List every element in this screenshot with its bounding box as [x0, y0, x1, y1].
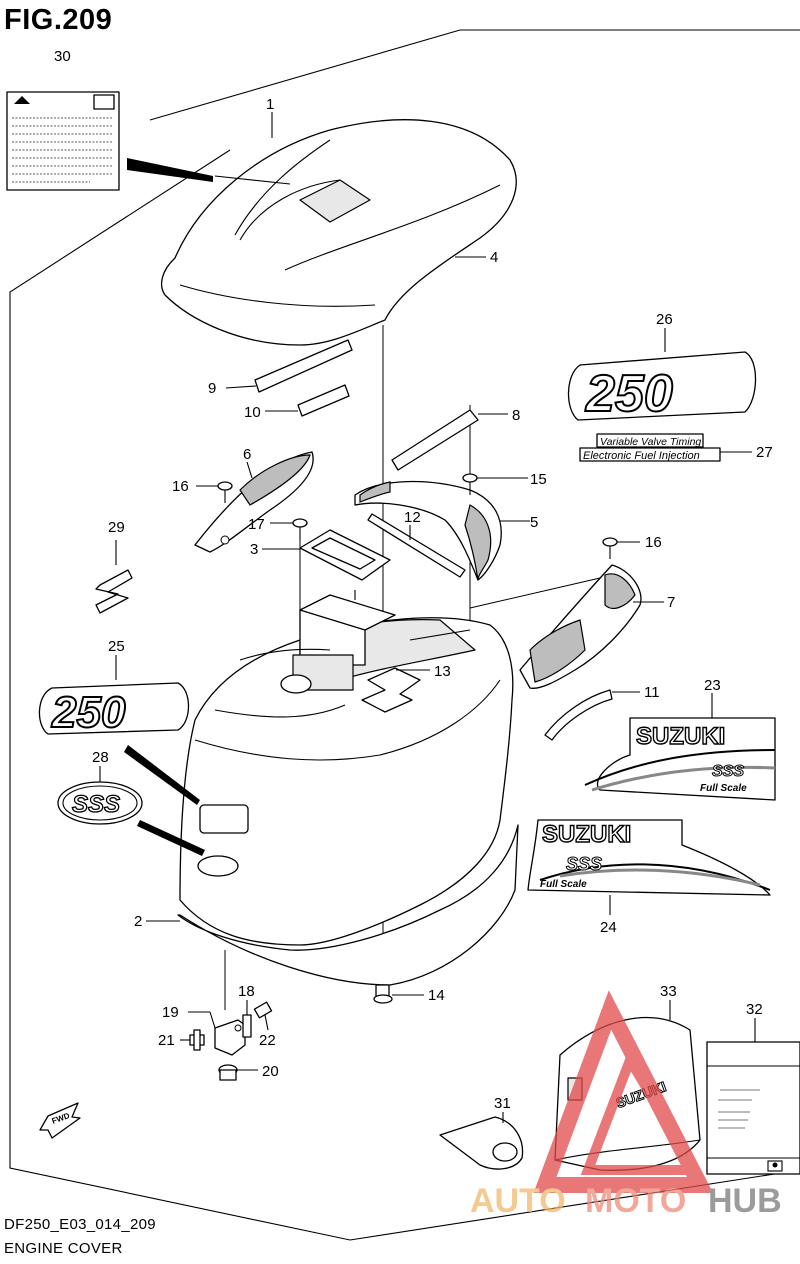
callout-8: 8	[512, 407, 520, 424]
decal-25-text: 250	[51, 688, 126, 737]
decal-24-sss: SSS	[566, 854, 602, 874]
part-20-nut[interactable]	[218, 1064, 238, 1081]
part-1-top-cover[interactable]	[161, 119, 517, 346]
part-9-seal[interactable]	[254, 339, 353, 393]
figure-title: FIG.209	[4, 4, 113, 36]
callout-3: 3	[250, 541, 258, 558]
figure-name: ENGINE COVER	[4, 1240, 123, 1257]
part-12-seal[interactable]	[367, 513, 466, 578]
part-18-pin[interactable]	[242, 1014, 252, 1038]
part-27-vvt-label[interactable]: Variable Valve Timing Electronic Fuel In…	[579, 433, 721, 462]
part-10-seal[interactable]	[297, 384, 350, 417]
part-19-latch[interactable]	[214, 1019, 246, 1056]
callout-17: 17	[248, 516, 265, 533]
callout-4: 4	[490, 249, 498, 266]
part-16-screw-right[interactable]	[602, 537, 618, 559]
part-31-pouch[interactable]	[439, 1116, 524, 1170]
watermark-hub: HUB	[708, 1182, 782, 1220]
leader-9	[225, 385, 257, 389]
callout-20: 20	[262, 1063, 279, 1080]
leader-7b	[469, 577, 601, 609]
callout-5: 5	[530, 514, 538, 531]
pointer-30	[127, 158, 213, 182]
decal-23-fullscale: Full Scale	[700, 783, 747, 794]
callout-32: 32	[746, 1001, 763, 1018]
part-32-manual[interactable]	[706, 1041, 800, 1175]
callout-30: 30	[54, 48, 71, 65]
callout-31: 31	[494, 1095, 511, 1112]
callout-11: 11	[644, 684, 660, 701]
callout-2: 2	[134, 913, 142, 930]
callout-10: 10	[244, 404, 261, 421]
decal-24-fullscale: Full Scale	[540, 879, 587, 890]
decal-23-sss: SSS	[712, 763, 744, 780]
callout-25: 25	[108, 638, 125, 655]
watermark-logo: AUTO MOTO HUB	[470, 990, 782, 1220]
part-13-bracket[interactable]	[361, 667, 421, 713]
callout-33: 33	[660, 983, 677, 1000]
part-7-air-grille-right[interactable]	[519, 564, 642, 689]
callout-27: 27	[756, 444, 773, 461]
part-26-250-decal[interactable]: 250	[567, 351, 757, 424]
callout-29: 29	[108, 519, 125, 536]
callout-24: 24	[600, 919, 617, 936]
part-25-250-decal[interactable]: 250	[38, 682, 190, 738]
callout-6: 6	[243, 446, 251, 463]
frame-top	[149, 29, 461, 121]
callout-16b: 16	[645, 534, 662, 551]
label-27-line2: Electronic Fuel Injection	[583, 450, 700, 462]
callout-15: 15	[530, 471, 547, 488]
callout-14: 14	[428, 987, 445, 1004]
leader-19b	[209, 1011, 216, 1029]
callout-9: 9	[208, 380, 216, 397]
callout-7: 7	[667, 594, 675, 611]
part-28-sss-emblem[interactable]: SSS	[57, 781, 143, 825]
callout-12: 12	[404, 509, 421, 526]
watermark-moto: MOTO	[585, 1182, 686, 1220]
part-6-air-grille-left[interactable]	[194, 451, 314, 553]
part-3-gasket[interactable]	[299, 529, 391, 581]
part-24-suzuki-decal-left[interactable]: SUZUKI SSS Full Scale	[527, 819, 771, 896]
part-8-seal[interactable]	[391, 409, 479, 471]
part-16-screw-left[interactable]	[217, 481, 233, 503]
callout-21: 21	[158, 1032, 175, 1049]
decal-23-suzuki: SUZUKI	[636, 723, 725, 750]
diagram-frame	[9, 149, 800, 1241]
leader-22	[264, 1014, 269, 1031]
part-22-bolt[interactable]	[253, 1001, 273, 1019]
part-2-lower-cover[interactable]	[177, 590, 519, 986]
part-17-screw[interactable]	[292, 518, 308, 540]
pointer-28	[137, 820, 205, 856]
callout-23: 23	[704, 677, 721, 694]
callout-26: 26	[656, 311, 673, 328]
part-30-caution-label[interactable]	[6, 91, 120, 191]
callout-1: 1	[266, 96, 274, 113]
label-27-line1: Variable Valve Timing	[600, 436, 701, 448]
callout-28: 28	[92, 749, 109, 766]
callout-13: 13	[434, 663, 451, 680]
decal-26-text: 250	[585, 365, 673, 423]
part-29-s-emblem[interactable]	[95, 569, 133, 614]
part-21-bolt[interactable]	[189, 1029, 205, 1051]
part-14-bolt[interactable]	[373, 984, 393, 1004]
callout-22: 22	[259, 1032, 276, 1049]
leader-6	[246, 461, 253, 479]
model-code: DF250_E03_014_209	[4, 1216, 156, 1233]
part-5-rear-vent[interactable]	[354, 480, 502, 581]
part-23-suzuki-decal-right[interactable]: SUZUKI SSS Full Scale	[584, 717, 776, 801]
decal-28-text: SSS	[72, 791, 120, 818]
callout-18: 18	[238, 983, 255, 1000]
callout-19: 19	[162, 1004, 179, 1021]
decal-24-suzuki: SUZUKI	[542, 821, 631, 848]
part-11-seal[interactable]	[544, 689, 613, 741]
pointer-25	[124, 745, 200, 805]
watermark-auto: AUTO	[470, 1182, 566, 1220]
callout-16a: 16	[172, 478, 189, 495]
fwd-arrow: FWD	[39, 1102, 81, 1139]
